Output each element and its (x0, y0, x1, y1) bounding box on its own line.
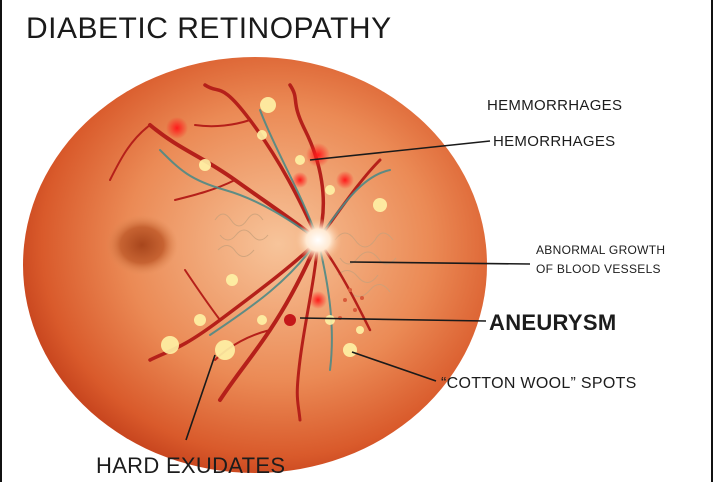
retina-fundus (23, 57, 487, 473)
macula (106, 215, 178, 275)
diagram-title: DIABETIC RETINOPATHY (26, 12, 392, 46)
label-abnormal-growth-line2: OF BLOOD VESSELS (536, 262, 661, 276)
label-aneurysm: ANEURYSM (489, 310, 616, 336)
label-cotton-wool-spots: “COTTON WOOL” SPOTS (441, 375, 637, 393)
label-hemorrhages: HEMORRHAGES (493, 133, 615, 150)
label-abnormal-growth-line1: ABNORMAL GROWTH (536, 243, 665, 257)
label-hemmorrhages: HEMMORRHAGES (487, 97, 622, 114)
optic-disc (294, 218, 342, 262)
label-hard-exudates: HARD EXUDATES (96, 453, 285, 479)
